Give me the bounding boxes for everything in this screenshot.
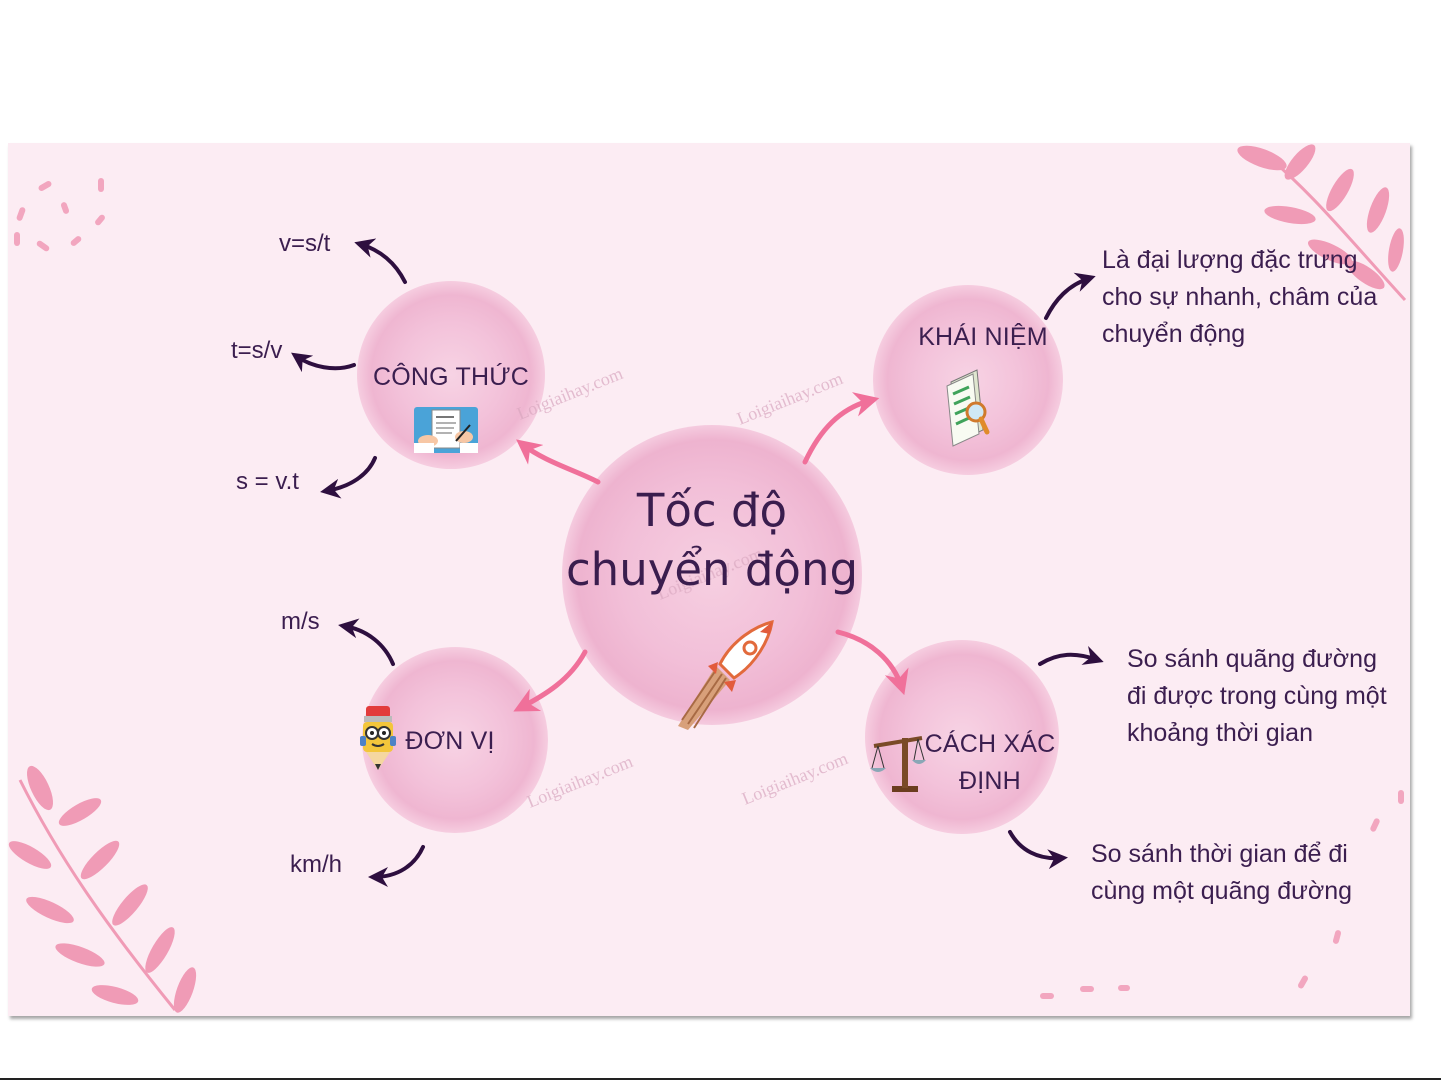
definition-line-2: cho sự nhanh, châm của — [1102, 283, 1378, 311]
cach-xac-dinh-title-line-2: ĐỊNH — [959, 767, 1021, 795]
cach-xac-dinh-bubble — [865, 640, 1059, 834]
definition-line-1: Là đại lượng đặc trưng — [1102, 246, 1358, 274]
arrow-center-to-khai-niem — [802, 392, 880, 465]
unit-km-h: km/h — [290, 851, 343, 878]
document-magnifier-icon — [946, 369, 990, 447]
arrow-center-to-don-vi — [513, 649, 588, 712]
arrow-to-method-1 — [1038, 645, 1104, 666]
arrow-center-to-cach-xac-dinh — [835, 629, 909, 696]
method-1-line-3: khoảng thời gian — [1127, 719, 1313, 747]
arrow-to-m-s — [338, 618, 395, 666]
cong-thuc-title: CÔNG THỨC — [372, 363, 530, 391]
arrow-center-to-cong-thuc — [516, 439, 601, 485]
rocket-icon — [678, 619, 774, 730]
cach-xac-dinh-title-line-1: CÁCH XÁC — [924, 730, 1056, 758]
center-title: Tốc độ chuyển động — [562, 482, 862, 599]
formula-t: t=s/v — [231, 337, 283, 364]
don-vi-title: ĐƠN VỊ — [405, 727, 495, 755]
method-2-text: So sánh thời gian để đi cùng một quãng đ… — [1091, 836, 1352, 910]
definition-line-3: chuyển động — [1102, 320, 1246, 348]
top-left-dash-decoration — [14, 178, 105, 252]
unit-m-s: m/s — [281, 608, 320, 635]
method-2-line-2: cùng một quãng đường — [1091, 877, 1353, 905]
arrow-to-s-formula — [320, 456, 377, 499]
khai-niem-title: KHÁI NIỆM — [918, 323, 1048, 351]
center-bubble — [562, 425, 862, 725]
scale-icon — [870, 736, 926, 792]
arrow-to-km-h — [368, 845, 425, 887]
arrow-to-definition — [1044, 272, 1096, 320]
pencil-mascot-icon — [360, 706, 396, 770]
writing-hands-icon — [414, 407, 478, 453]
arrow-to-t-formula — [291, 352, 356, 373]
center-title-line-1: Tốc độ — [636, 484, 788, 537]
cach-xac-dinh-title: CÁCH XÁC ĐỊNH — [920, 726, 1060, 800]
don-vi-bubble — [362, 647, 548, 833]
bottom-rule — [0, 1078, 1441, 1080]
method-1-line-1: So sánh quãng đường — [1127, 645, 1377, 673]
method-1-line-2: đi được trong cùng một — [1127, 682, 1387, 710]
arrow-to-v-formula — [354, 238, 407, 284]
definition-text: Là đại lượng đặc trưng cho sự nhanh, châ… — [1102, 242, 1377, 353]
formula-v: v=s/t — [279, 230, 331, 257]
center-title-line-2: chuyển động — [565, 542, 859, 596]
formula-s: s = v.t — [236, 468, 299, 495]
arrow-to-method-2 — [1008, 830, 1068, 870]
method-2-line-1: So sánh thời gian để đi — [1091, 840, 1348, 868]
cong-thuc-bubble — [357, 281, 545, 469]
method-1-text: So sánh quãng đường đi được trong cùng m… — [1127, 641, 1387, 752]
watermark-2: Loigiaihay.com — [734, 368, 846, 429]
watermark-5: Loigiaihay.com — [739, 748, 851, 809]
top-right-leaf-decoration — [1237, 144, 1407, 302]
bottom-right-dash-decoration — [1040, 790, 1404, 999]
bottom-left-leaf-decoration — [8, 765, 197, 1013]
